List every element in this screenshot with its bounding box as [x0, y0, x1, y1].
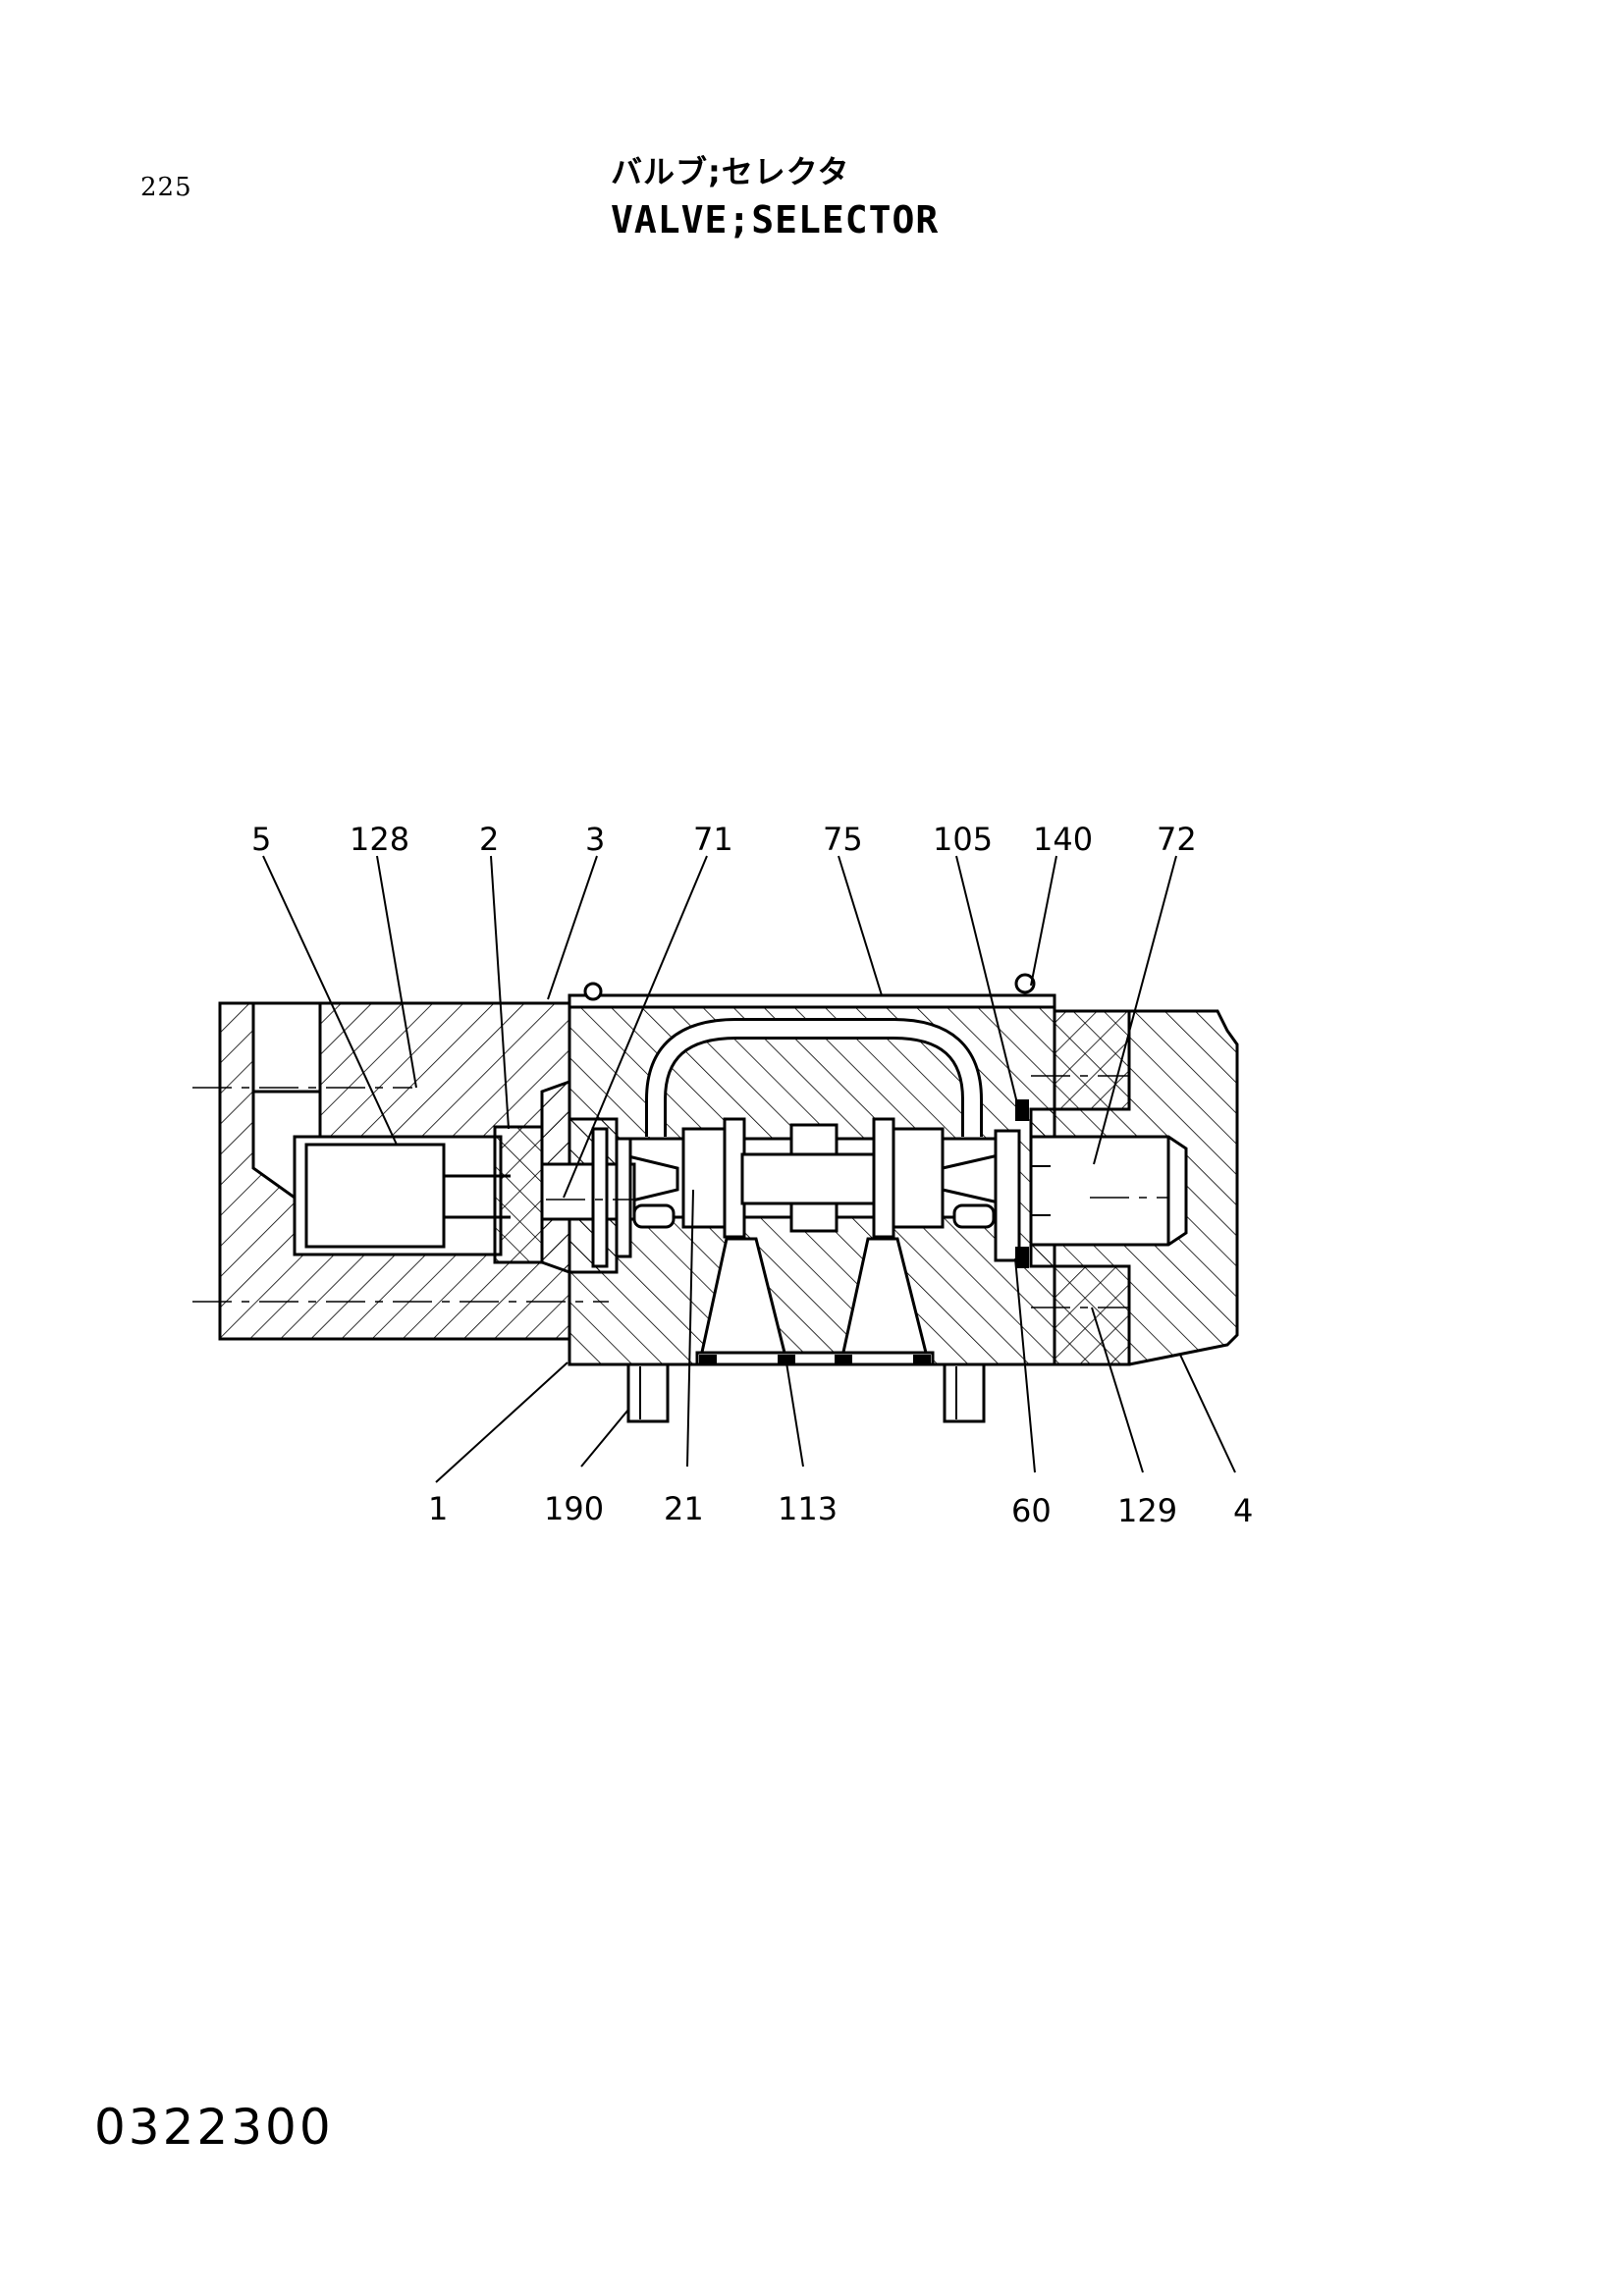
page-number: 225 [140, 173, 192, 202]
callout-190: 190 [544, 1490, 604, 1527]
callout-129: 129 [1117, 1492, 1177, 1529]
bottom-pins [626, 1362, 986, 1423]
callout-3: 3 [585, 821, 605, 858]
callouts-top: 5 128 2 3 71 75 105 140 72 [251, 821, 1197, 858]
callout-113: 113 [778, 1490, 838, 1527]
right-cap [1029, 1009, 1239, 1366]
left-plug [493, 1079, 636, 1275]
callout-60: 60 [1011, 1492, 1052, 1529]
callout-71: 71 [693, 821, 733, 858]
callout-140: 140 [1033, 821, 1093, 858]
callout-72: 72 [1157, 821, 1197, 858]
callout-75: 75 [823, 821, 863, 858]
center-body [568, 973, 1056, 1366]
callout-4: 4 [1233, 1492, 1253, 1529]
right-plug [994, 1099, 1029, 1268]
callouts-bottom: 1 190 21 113 60 129 4 [428, 1490, 1253, 1529]
callout-128: 128 [350, 821, 409, 858]
title-japanese: バルブ;セレクタ [611, 153, 850, 190]
callout-21: 21 [664, 1490, 704, 1527]
callout-105: 105 [933, 821, 993, 858]
callout-5: 5 [251, 821, 271, 858]
centerlines [192, 1075, 1168, 1308]
callout-1: 1 [428, 1490, 448, 1527]
drawing-number: 0322300 [94, 2099, 334, 2156]
callout-2: 2 [479, 821, 499, 858]
title-english: VALVE;SELECTOR [611, 198, 940, 241]
leader-lines [262, 855, 1236, 1483]
